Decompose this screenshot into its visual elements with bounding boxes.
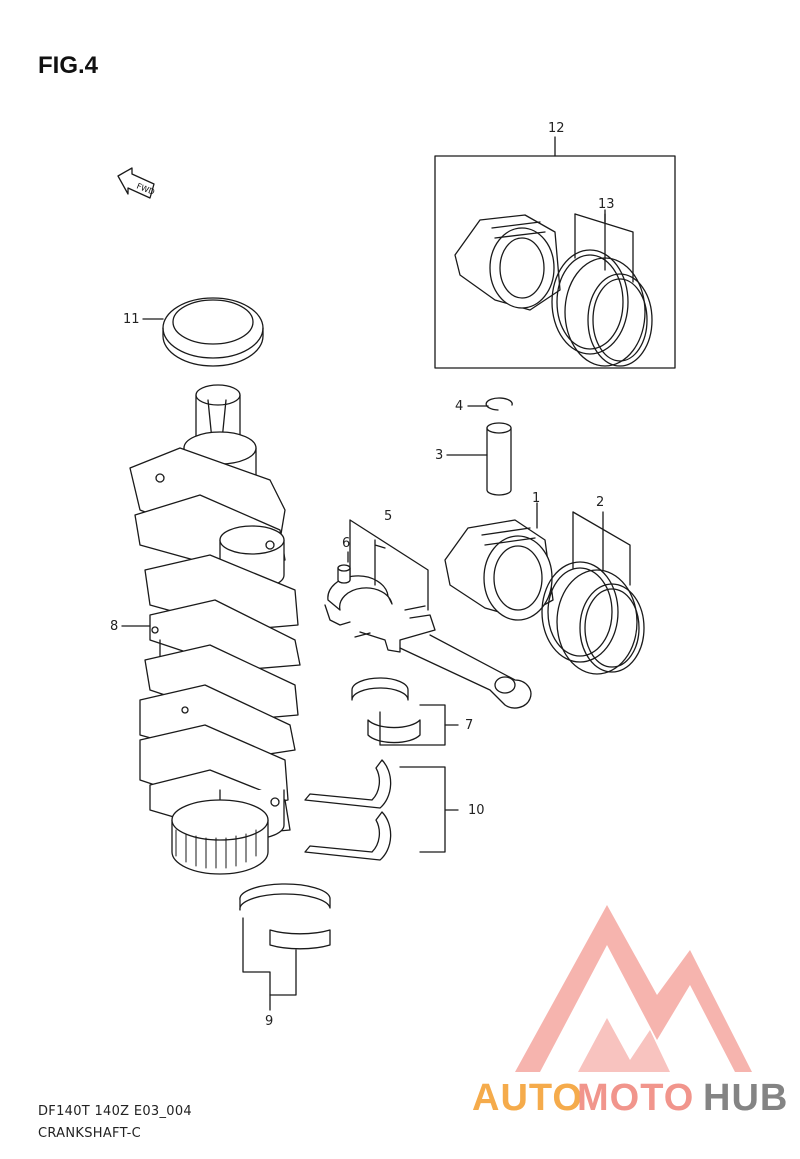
circlip-4 [485, 397, 513, 411]
crankshaft-8 [129, 384, 301, 875]
callout-4: 4 [455, 399, 463, 414]
callout-5: 5 [384, 509, 392, 524]
figure-title: FIG.4 [38, 52, 99, 79]
watermark-moto: MOTO [577, 1077, 694, 1119]
piston-12 [454, 214, 561, 311]
piston-rings-2 [541, 511, 645, 675]
piston-rings-13 [551, 209, 653, 367]
figure-name: CRANKSHAFT-C [38, 1126, 142, 1141]
callout-1: 1 [532, 491, 540, 506]
callout-12: 12 [548, 121, 565, 136]
callout-8: 8 [110, 619, 118, 634]
callout-9: 9 [265, 1014, 273, 1029]
watermark-auto: AUTO [472, 1077, 583, 1119]
piston-1 [444, 502, 554, 621]
callout-6: 6 [342, 536, 350, 551]
bushing-6 [337, 551, 351, 584]
callout-7: 7 [465, 718, 473, 733]
piston-pin-3 [446, 422, 512, 496]
callout-10: 10 [468, 803, 485, 818]
callout-3: 3 [435, 448, 443, 463]
oil-seal-11 [142, 297, 264, 367]
fwd-arrow-icon: FWD [117, 167, 156, 199]
callout-11: 11 [123, 312, 140, 327]
conrod-bearing-7 [351, 677, 459, 746]
thrust-washer-10 [304, 759, 459, 861]
callout-2: 2 [596, 495, 604, 510]
watermark-logo: AUTO MOTO HUB [472, 905, 788, 1119]
callout-13: 13 [598, 197, 615, 212]
figure-code: DF140T 140Z E03_004 [38, 1104, 192, 1119]
main-bearing-9 [239, 883, 331, 1011]
watermark-hub: HUB [703, 1077, 788, 1119]
